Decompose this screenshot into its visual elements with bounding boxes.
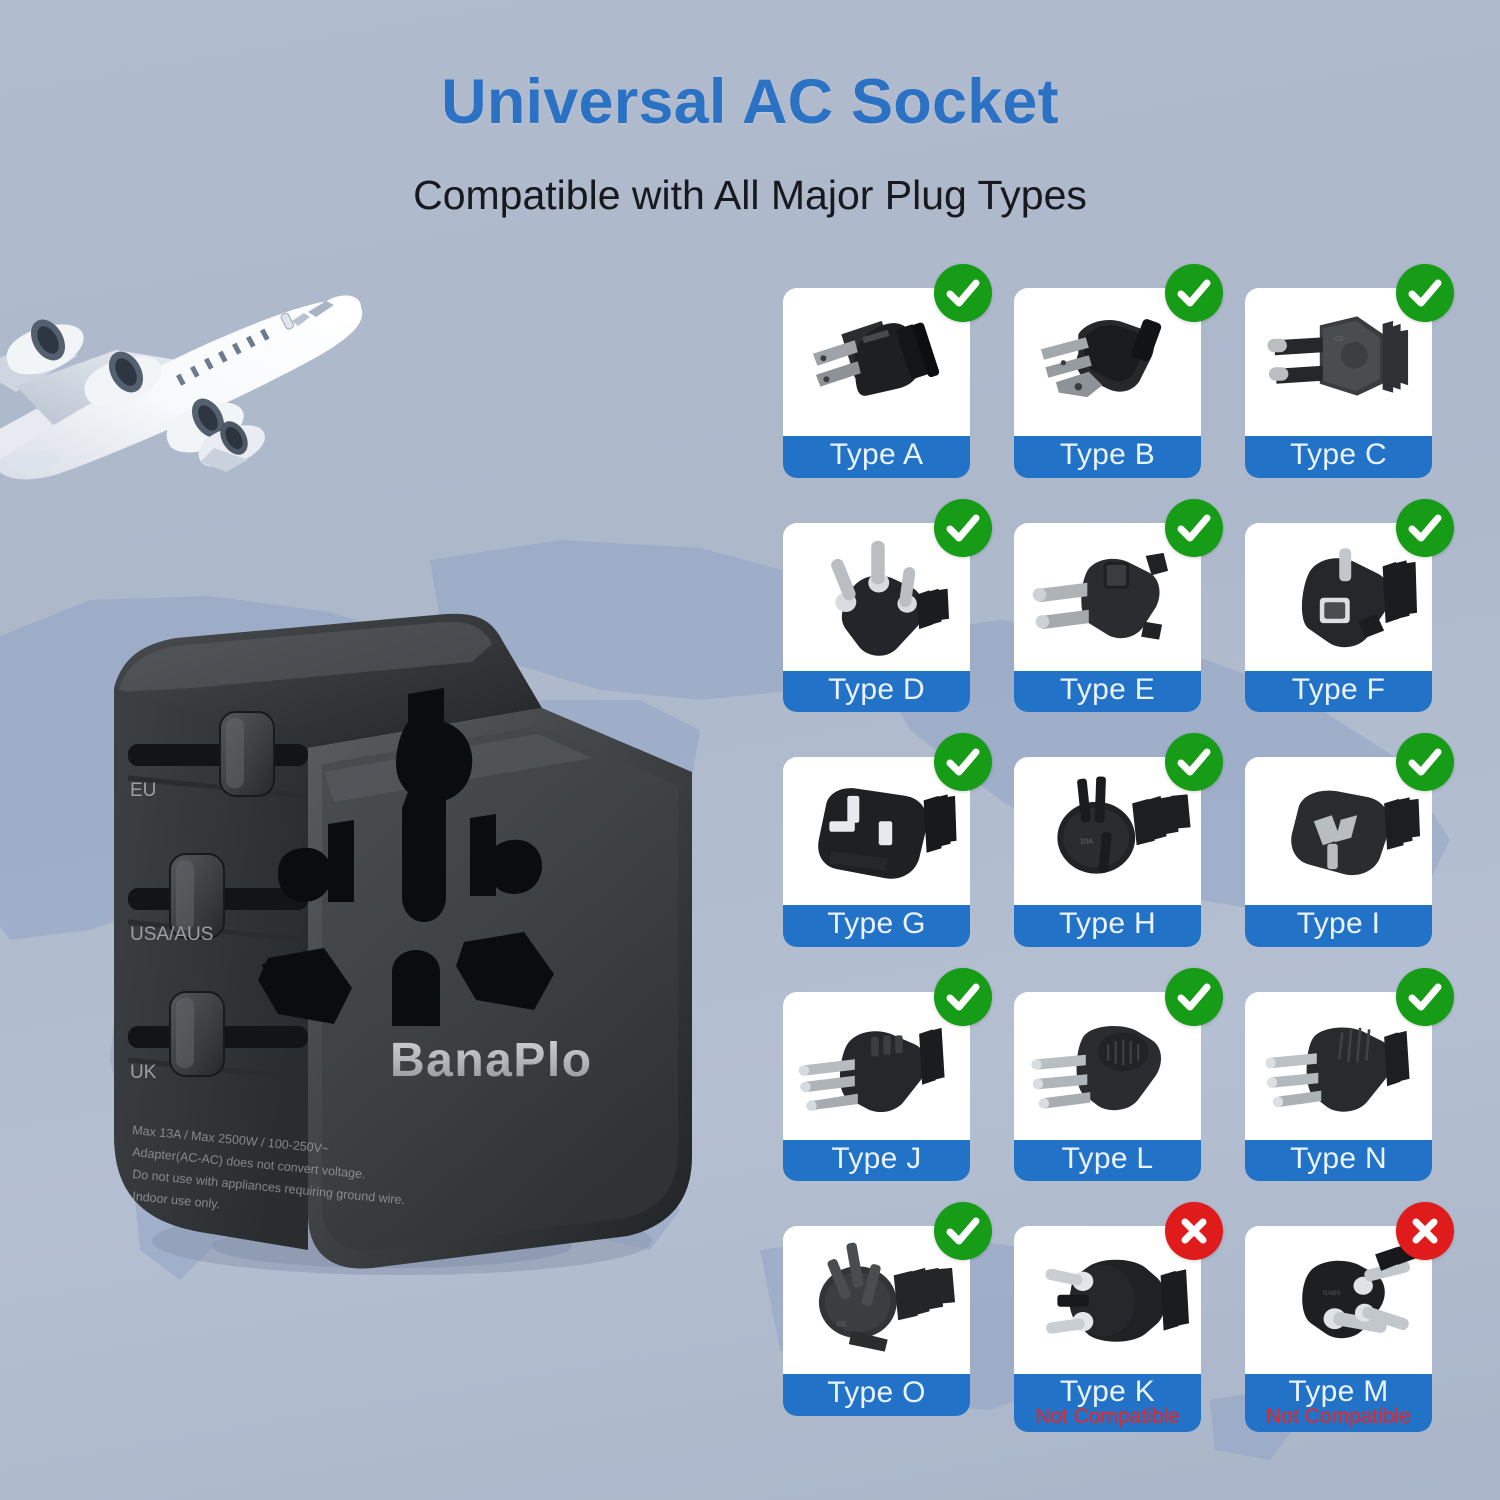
x-icon [1165,1202,1223,1261]
universal-socket-opening [258,688,554,1026]
plug-card-type-label: Type D [828,672,925,706]
plug-card-label-bar: Type B [1014,436,1201,478]
plug-card-type-label: Type G [827,907,926,941]
check-icon [934,498,992,557]
plug-type-h-icon: 10A [1014,757,1201,906]
plug-card-d[interactable]: Type D [783,498,992,713]
plug-card-j[interactable]: Type J [783,967,992,1182]
plug-type-j-icon [783,991,970,1140]
plug-type-e-icon [1014,522,1201,671]
plug-card-label-bar: Type J [783,1139,970,1182]
plug-card-e[interactable]: Type E [1014,498,1223,713]
plug-card-type-label: Type N [1290,1141,1387,1175]
plug-type-o-icon: CE [783,1226,970,1375]
plug-card-type-label: Type F [1291,672,1386,706]
slider-label-uk: UK [130,1062,157,1083]
airplane-icon [0,268,386,483]
check-icon [1396,498,1454,557]
plug-type-grid: Type A Type B CE Type C Type D Type E Type F Ty… [783,264,1454,1433]
plug-card-i[interactable]: Type I [1245,733,1454,947]
plug-card-label-bar: Type H [1014,905,1201,947]
check-icon [1396,967,1454,1026]
plug-card-label-bar: Type O [783,1374,970,1416]
travel-adapter-product-image: EU USA/AUS UK Max 13A / Max 2500W / 100-… [72,596,732,1276]
plug-card-type-label: Type K [1059,1375,1156,1409]
page-title: Universal AC Socket [441,67,1059,137]
svg-text:CE: CE [837,1322,847,1329]
plug-card-type-label: Type A [829,438,924,471]
plug-type-a-icon [783,288,970,436]
check-icon [1165,498,1223,557]
plug-card-label-bar: Type D [783,670,970,713]
plug-card-type-label: Type L [1061,1141,1154,1175]
plug-card-type-label: Type E [1059,672,1156,706]
plug-type-d-icon [783,522,970,671]
plug-card-type-label: Type C [1290,438,1387,471]
plug-card-label-bar: Type I [1245,905,1432,947]
check-icon [1396,733,1454,792]
plug-card-l[interactable]: Type L [1014,967,1223,1182]
check-icon [934,733,992,792]
plug-card-type-label: Type J [831,1141,922,1175]
x-icon [1396,1202,1454,1261]
page-subtitle: Compatible with All Major Plug Types [413,172,1087,218]
plug-type-l-icon [1014,991,1201,1140]
plug-card-label-bar: Type N [1245,1139,1432,1182]
not-compatible-note: Not Compatible [1266,1404,1411,1428]
plug-card-label-bar: Type F [1245,670,1432,713]
plug-card-label-bar: Type L [1014,1139,1201,1182]
not-compatible-note: Not Compatible [1035,1404,1180,1428]
svg-text:10A: 10A [1080,837,1093,846]
plug-card-n[interactable]: Type N [1245,967,1454,1182]
plug-card-label-bar: Type A [783,436,970,478]
plug-card-g[interactable]: Type G [783,733,992,947]
check-icon [934,1202,992,1261]
plug-type-g-icon [783,757,970,906]
svg-text:BanaPlo: BanaPlo [390,1034,593,1087]
plug-type-k-icon [1014,1226,1201,1375]
plug-card-f[interactable]: Type F [1245,498,1454,713]
plug-card-type-label: Type M [1288,1375,1389,1409]
plug-card-type-label: Type H [1059,907,1156,941]
check-icon [934,264,992,322]
plug-card-b[interactable]: Type B [1014,264,1223,478]
plug-card-o[interactable]: CE Type O [783,1202,992,1432]
check-icon [1396,264,1454,322]
plug-card-label-bar: Type C [1245,436,1432,478]
plug-card-type-label: Type O [827,1376,926,1410]
svg-text:SABS: SABS [1323,1290,1341,1297]
check-icon [1165,967,1223,1026]
check-icon [934,967,992,1026]
plug-type-b-icon [1014,288,1201,436]
plug-card-h[interactable]: 10A Type H [1014,733,1223,947]
plug-type-n-icon [1245,991,1432,1140]
svg-text:CE: CE [1335,335,1345,342]
slider-label-usa-aus: USA/AUS [130,924,213,945]
plug-card-label-bar: Type G [783,905,970,947]
plug-type-m-icon: SABS [1245,1226,1432,1375]
brand-logo: BanaPlo [390,1034,593,1087]
check-icon [1165,264,1223,322]
plug-card-c[interactable]: CE Type C [1245,264,1454,478]
plug-type-i-icon [1245,757,1432,906]
plug-card-a[interactable]: Type A [783,264,992,478]
plug-type-f-icon [1245,522,1432,671]
plug-card-type-label: Type I [1296,907,1381,941]
plug-card-label-bar: Type E [1014,670,1201,713]
plug-type-c-icon: CE [1245,288,1432,436]
check-icon [1165,733,1223,792]
plug-card-type-label: Type B [1059,438,1156,471]
slider-label-eu: EU [130,780,156,801]
